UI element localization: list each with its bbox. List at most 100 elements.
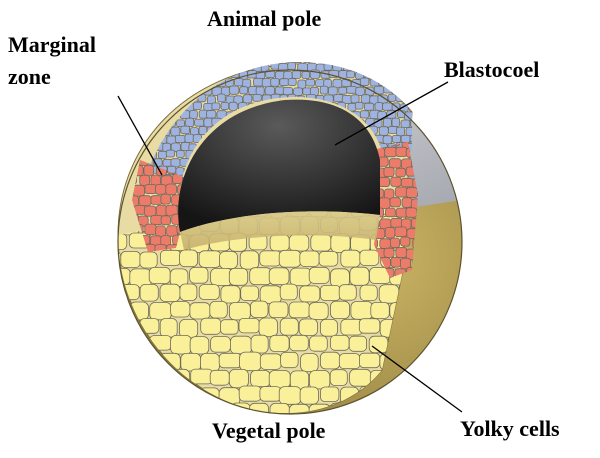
label-vegetal-pole: Vegetal pole xyxy=(212,418,325,444)
animal-cap-cell xyxy=(159,87,169,95)
yolky-cell xyxy=(140,284,158,301)
yolky-cell xyxy=(369,405,388,420)
animal-cap-cell xyxy=(360,111,369,118)
animal-cap-cell xyxy=(339,87,347,94)
animal-cap-cell xyxy=(298,80,306,89)
animal-cap-cell xyxy=(150,55,158,63)
animal-cap-cell xyxy=(153,63,162,71)
animal-cap-cell xyxy=(409,72,419,80)
yolky-cell xyxy=(349,336,366,351)
marginal-zone-cell xyxy=(395,187,407,197)
animal-cap-cell xyxy=(175,135,185,142)
animal-cap-cell xyxy=(180,79,189,86)
yolky-cell xyxy=(190,337,209,354)
animal-cap-cell xyxy=(369,63,377,72)
marginal-zone-cell xyxy=(140,175,150,185)
yolky-cell xyxy=(160,422,179,440)
animal-cap-cell xyxy=(392,136,400,143)
animal-cap-cell xyxy=(383,136,392,144)
marginal-zone-cell xyxy=(385,147,397,157)
marginal-zone-cell xyxy=(380,239,391,249)
marginal-zone-cell xyxy=(396,168,406,177)
yolky-cell xyxy=(240,352,262,371)
yolky-cell xyxy=(241,286,259,301)
yolky-cell xyxy=(360,285,377,301)
marginal-zone-cell xyxy=(384,167,394,176)
yolky-cell xyxy=(149,405,170,422)
yolky-cell xyxy=(360,250,379,265)
animal-cap-cell xyxy=(190,110,198,118)
yolky-cell xyxy=(341,250,360,267)
animal-cap-cell xyxy=(303,56,312,63)
animal-cap-cell xyxy=(360,78,369,86)
yolky-cell xyxy=(149,267,170,283)
yolky-cell xyxy=(180,386,200,402)
animal-cap-cell xyxy=(410,87,420,94)
animal-cap-cell xyxy=(235,79,244,86)
animal-cap-cell xyxy=(388,94,396,101)
animal-cap-cell xyxy=(274,55,284,63)
animal-cap-cell xyxy=(339,55,348,62)
yolky-cell xyxy=(180,284,197,301)
animal-cap-cell xyxy=(384,118,392,127)
animal-cap-cell xyxy=(397,127,405,136)
animal-cap-cell xyxy=(294,55,303,62)
yolky-cell xyxy=(339,354,360,369)
marginal-zone-cell xyxy=(389,159,401,168)
animal-cap-cell xyxy=(148,118,157,125)
animal-cap-cell xyxy=(220,54,228,62)
yolky-cell xyxy=(400,386,418,405)
yolky-cell xyxy=(210,301,228,318)
animal-cap-cell xyxy=(202,72,212,81)
animal-cap-cell xyxy=(153,79,161,86)
yolky-cell xyxy=(310,336,328,351)
animal-cap-cell xyxy=(185,134,194,142)
marginal-zone-cell xyxy=(151,175,161,186)
yolky-cell xyxy=(119,352,137,369)
yolky-cell xyxy=(301,354,319,372)
animal-cap-cell xyxy=(159,55,167,64)
yolky-cell xyxy=(290,335,309,351)
animal-cap-cell xyxy=(396,94,404,102)
yolky-cell xyxy=(130,337,149,353)
marginal-zone-cell xyxy=(396,247,407,257)
yolky-cell xyxy=(371,302,390,318)
animal-cap-cell xyxy=(204,118,213,127)
animal-cap-cell xyxy=(384,86,392,93)
animal-cap-cell xyxy=(153,96,162,105)
marginal-zone-cell xyxy=(156,205,167,216)
yolky-cell xyxy=(251,371,271,387)
yolky-cell xyxy=(180,250,198,267)
yolky-cell xyxy=(281,352,299,367)
yolky-cell xyxy=(139,354,159,371)
animal-cap-cell xyxy=(265,87,275,95)
animal-cap-cell xyxy=(163,78,173,86)
yolky-cell xyxy=(111,336,131,352)
marginal-zone-cell xyxy=(386,208,396,217)
animal-cap-cell xyxy=(401,120,410,128)
animal-cap-cell xyxy=(195,119,204,126)
yolky-cell xyxy=(121,387,141,402)
animal-cap-cell xyxy=(157,70,165,77)
animal-cap-cell xyxy=(148,86,158,94)
yolky-cell xyxy=(229,303,250,320)
marginal-zone-cell xyxy=(385,227,395,238)
yolky-cell xyxy=(221,286,240,303)
yolky-cell xyxy=(250,268,272,285)
marginal-zone-cell xyxy=(402,198,412,208)
yolky-cell xyxy=(119,319,138,336)
marginal-zone-cell xyxy=(133,185,145,196)
animal-cap-cell xyxy=(186,118,194,127)
marginal-zone-cell xyxy=(139,196,151,206)
animal-cap-cell xyxy=(405,112,415,121)
animal-cap-cell xyxy=(177,120,185,127)
animal-cap-cell xyxy=(365,71,374,79)
animal-cap-cell xyxy=(392,118,400,127)
animal-cap-cell xyxy=(137,63,146,70)
animal-cap-cell xyxy=(415,112,425,120)
marginal-zone-cell xyxy=(161,194,171,204)
animal-cap-cell xyxy=(199,79,207,87)
animal-cap-cell xyxy=(208,64,217,71)
animal-cap-cell xyxy=(181,126,190,134)
animal-cap-cell xyxy=(213,70,221,77)
